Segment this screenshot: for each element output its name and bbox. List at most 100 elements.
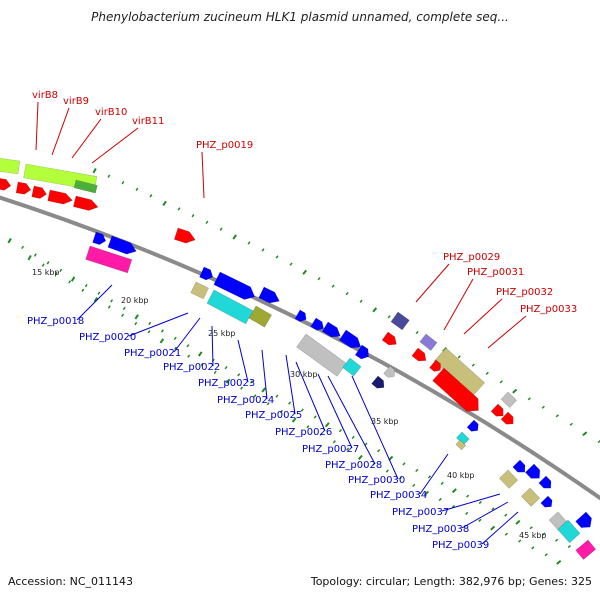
tick-mark (159, 338, 165, 344)
leader-line (91, 127, 139, 164)
gene-block (500, 391, 517, 408)
tick-mark (359, 299, 363, 303)
tick-mark (451, 488, 457, 494)
gene-block (15, 181, 32, 195)
gene-block (466, 419, 479, 432)
gene-block (0, 157, 21, 175)
gene-label-reverse: PHZ_p0030 (348, 475, 405, 486)
map-title: Phenylobacterium zucineum HLK1 plasmid u… (91, 10, 509, 24)
leader-line (443, 278, 474, 331)
gene-label-forward: PHZ_p0031 (467, 267, 524, 278)
tick-mark (288, 401, 292, 405)
tick-mark (302, 269, 307, 275)
tick-mark (225, 378, 231, 384)
tick-mark (531, 546, 535, 550)
leader-line (237, 339, 249, 383)
tick-mark (324, 422, 330, 428)
tick-mark (465, 511, 469, 515)
tick-mark (300, 408, 304, 412)
scale-label: 40 kbp (447, 471, 475, 480)
tick-mark (504, 513, 508, 517)
tick-mark (27, 255, 32, 261)
tick-mark (107, 174, 111, 178)
scale-label: 25 kbp (208, 329, 236, 338)
tick-mark (122, 306, 126, 311)
leader-line (327, 375, 376, 465)
tick-mark (107, 305, 111, 309)
gene-label-forward: PHZ_p0032 (496, 287, 553, 298)
tick-mark (197, 351, 203, 357)
tick-mark (134, 321, 138, 326)
tick-mark (253, 394, 257, 398)
tick-mark (84, 284, 88, 288)
tick-mark (275, 255, 279, 259)
tick-mark (597, 439, 600, 444)
tick-mark (515, 519, 521, 525)
tick-mark (219, 227, 223, 231)
leader-line (317, 373, 353, 449)
gene-block (419, 333, 438, 351)
gene-label-reverse: PHZ_p0023 (198, 378, 255, 389)
tick-mark (173, 336, 177, 341)
tick-mark (279, 409, 283, 414)
tick-mark (266, 402, 270, 406)
tick-mark (555, 538, 559, 542)
tick-mark (149, 194, 153, 198)
tick-mark (81, 288, 85, 292)
tick-mark (412, 483, 416, 487)
leader-line (76, 284, 113, 321)
gene-block (190, 281, 209, 300)
tick-mark (240, 386, 244, 390)
tick-mark (187, 354, 191, 358)
leader-line (261, 349, 268, 400)
tick-mark (415, 468, 419, 472)
leader-line (441, 493, 501, 512)
gene-block (383, 365, 395, 378)
tick-mark (97, 291, 101, 295)
gene-block (213, 271, 256, 300)
tick-mark (582, 431, 588, 437)
tick-mark (232, 234, 237, 240)
tick-mark (261, 248, 265, 252)
gene-block (499, 469, 519, 489)
leader-line (461, 501, 509, 529)
tick-mark (249, 380, 253, 384)
tick-mark (110, 299, 114, 303)
leader-line (51, 107, 70, 156)
tick-mark (92, 168, 97, 174)
gene-block (338, 329, 362, 349)
label-leader-lines (35, 101, 527, 545)
tick-mark (213, 370, 217, 374)
gene-block (92, 231, 107, 245)
leader-line (285, 354, 296, 415)
tick-marks (7, 168, 600, 565)
tick-mark (490, 525, 496, 531)
gene-label-forward: virB10 (95, 107, 127, 118)
tick-mark (331, 284, 335, 288)
tick-mark (438, 497, 442, 502)
tick-mark (59, 268, 63, 273)
tick-mark (205, 220, 209, 225)
gene-label-reverse: PHZ_p0021 (124, 348, 181, 359)
scale-label: 35 kbp (371, 417, 399, 426)
tick-mark (542, 532, 546, 536)
tick-mark (351, 435, 355, 440)
leader-line (295, 361, 326, 432)
gene-block (557, 519, 581, 544)
tick-mark (121, 313, 125, 317)
gene-label-forward: PHZ_p0019 (196, 140, 253, 151)
tick-mark (186, 344, 190, 348)
gene-block (390, 311, 410, 331)
tick-mark (177, 207, 181, 211)
tick-mark (291, 417, 297, 423)
tick-mark (247, 241, 251, 245)
tick-mark (160, 329, 164, 333)
topology-summary: Topology: circular; Length: 382,976 bp; … (310, 575, 592, 588)
tick-mark (135, 187, 139, 191)
tick-mark (345, 292, 349, 296)
gene-label-reverse: PHZ_p0027 (302, 444, 359, 455)
tick-mark (306, 425, 310, 429)
tick-mark (423, 490, 429, 496)
